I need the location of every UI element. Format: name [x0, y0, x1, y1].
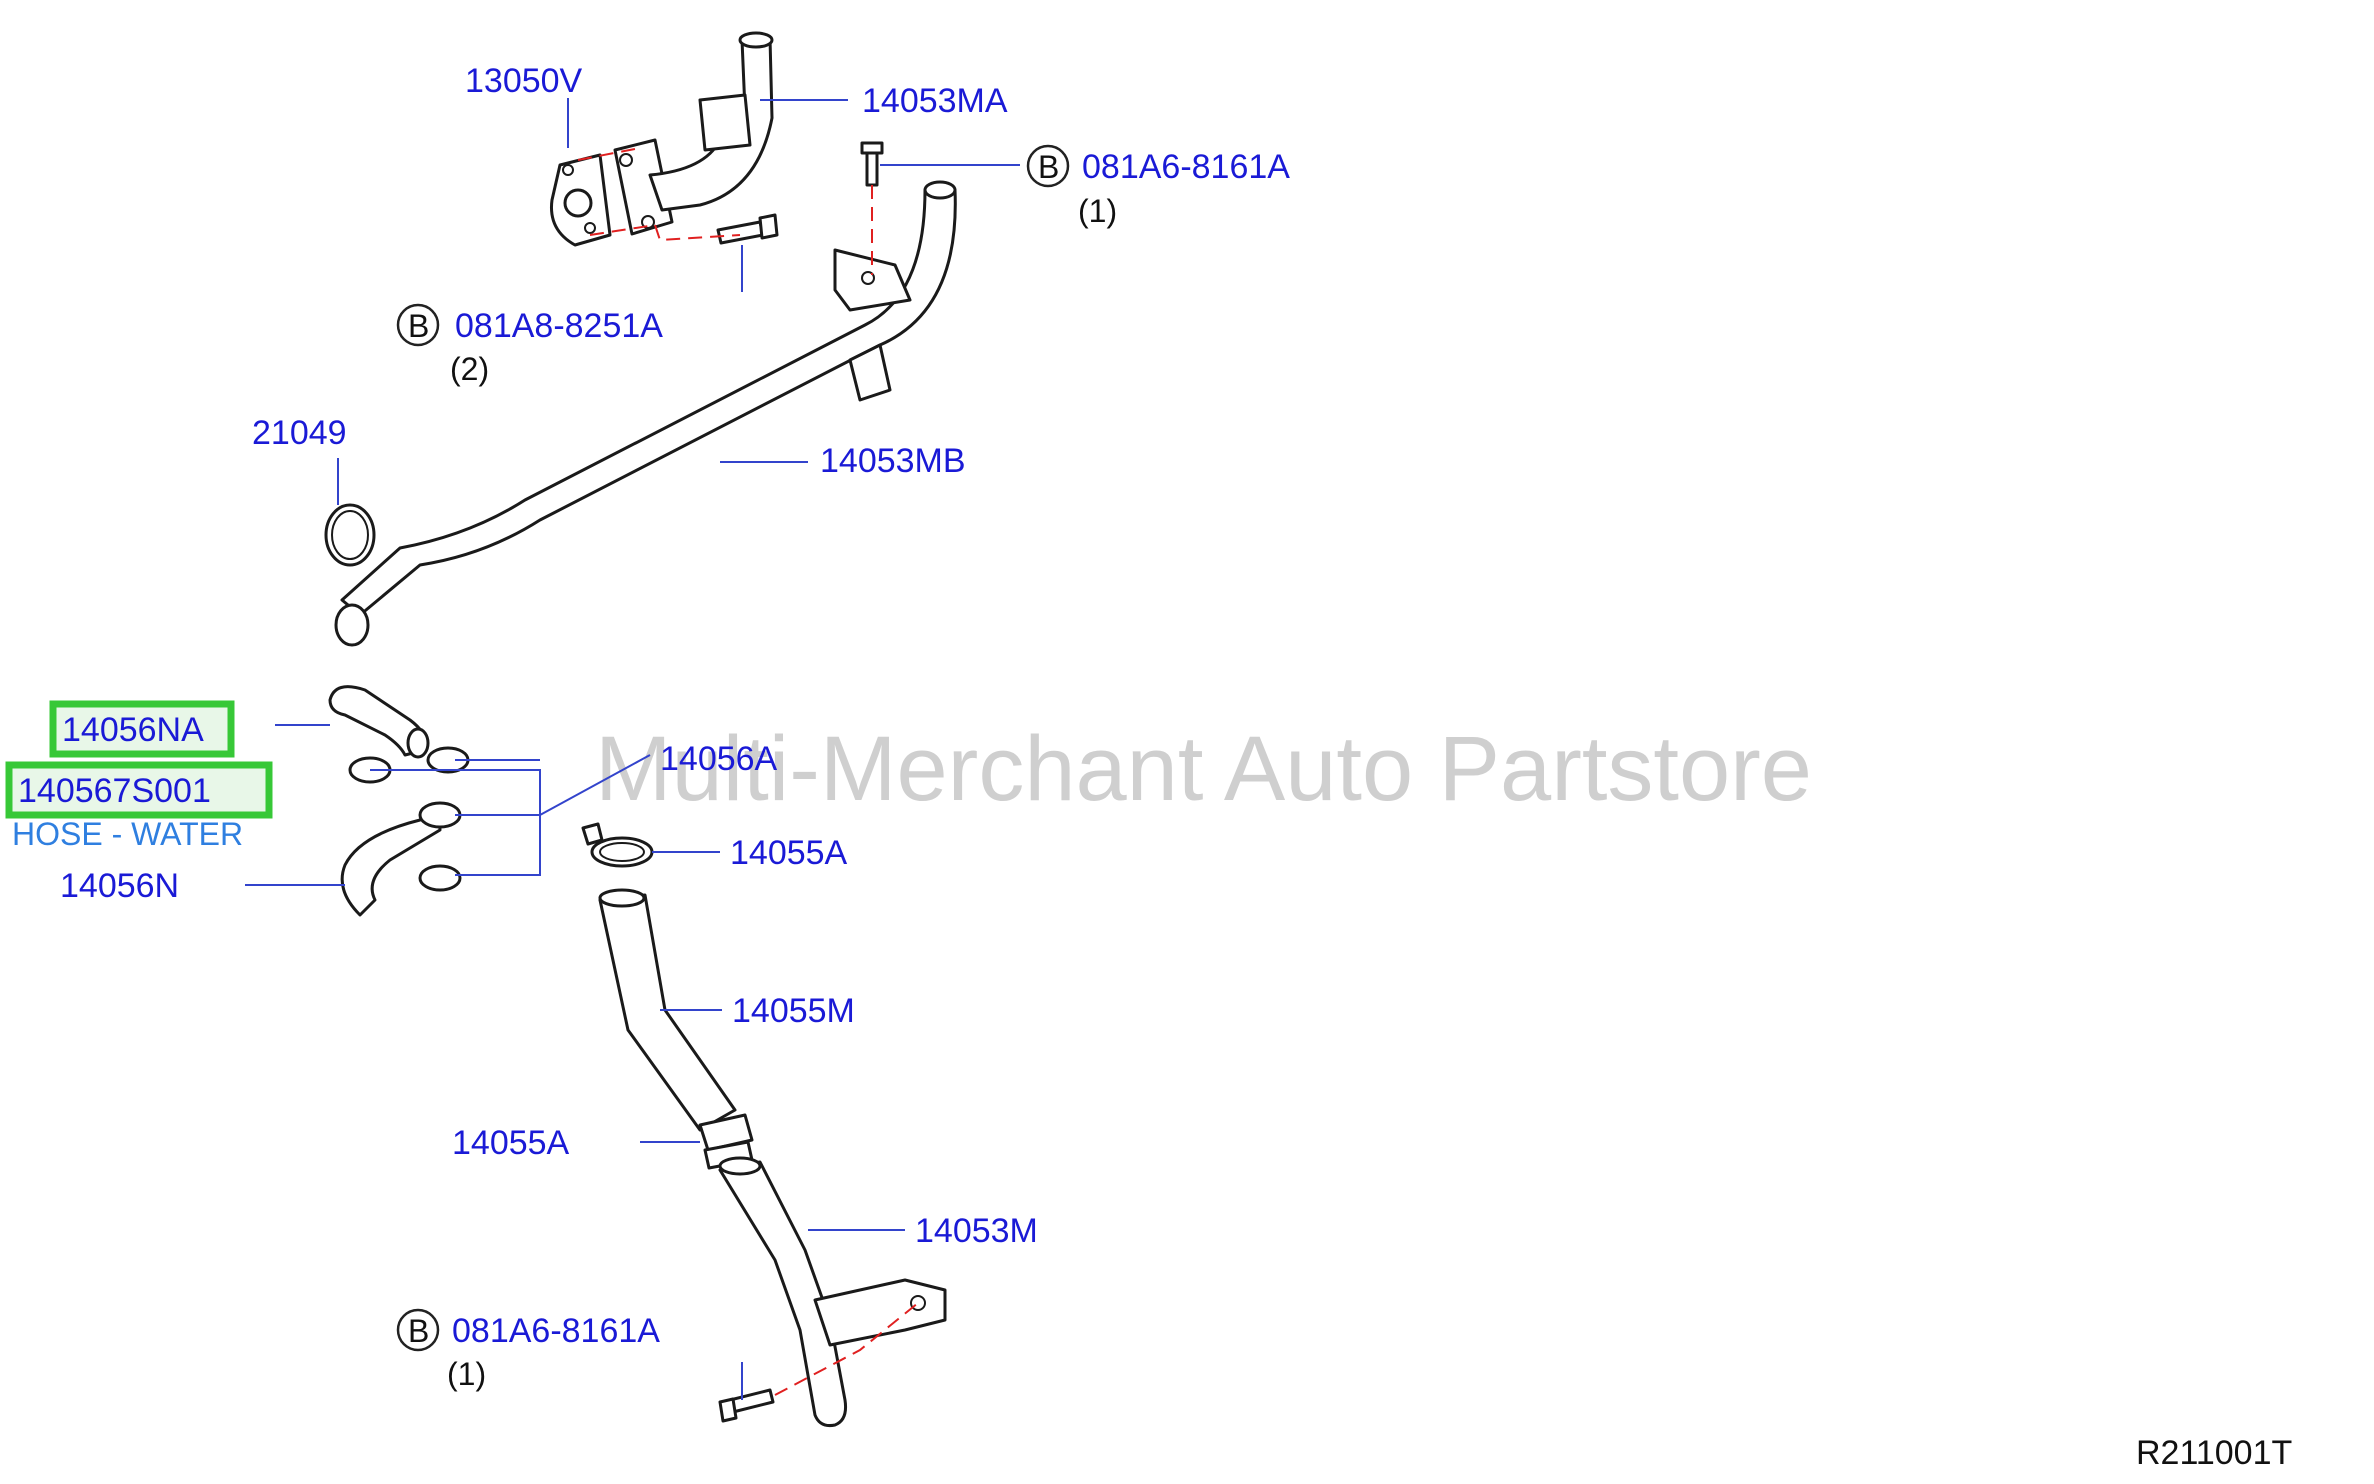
bolt-081a6-bottom-drawing: [718, 1388, 775, 1423]
pipe-14053ma-drawing: [613, 31, 774, 236]
part-label-14056na-highlighted[interactable]: 14056NA: [62, 711, 204, 749]
part-label-140567s001-highlighted[interactable]: 140567S001: [18, 772, 211, 810]
bolt-callout-left[interactable]: B 081A8-8251A (2): [396, 303, 663, 387]
oring-21049-drawing: [324, 503, 376, 567]
gasket-13050v-drawing: [549, 153, 612, 247]
pipe-14053m-drawing: [718, 1156, 947, 1427]
part-label-14055a-bottom[interactable]: 14055A: [452, 1124, 570, 1162]
part-label-081a6-bottom[interactable]: 081A6-8161A: [452, 1312, 660, 1350]
highlight-box-140567s001: [5, 761, 273, 819]
bolt-marker-b-top: B: [1038, 149, 1059, 185]
part-label-14056n[interactable]: 14056N: [60, 867, 179, 905]
diagram-code: R211001T: [2136, 1434, 2292, 1472]
hose-14056na-drawing: [328, 685, 470, 784]
clamp-14055a-top-drawing: [581, 822, 654, 868]
leader-lines: [245, 98, 1020, 1400]
part-label-081a8[interactable]: 081A8-8251A: [455, 307, 663, 345]
bolt-marker-b-bottom: B: [408, 1313, 429, 1349]
bolt-marker-b-left: B: [408, 308, 429, 344]
part-label-14055m[interactable]: 14055M: [732, 992, 855, 1030]
alignment-lines: [577, 147, 919, 1396]
part-desc-hose-water: HOSE - WATER: [12, 816, 243, 852]
hose-14055m-drawing: [598, 888, 737, 1132]
part-label-14053m[interactable]: 14053M: [915, 1212, 1038, 1250]
bolt-callout-bottom[interactable]: B 081A6-8161A (1): [396, 1308, 660, 1392]
part-label-14053mb[interactable]: 14053MB: [820, 442, 966, 480]
qty-label-top: (1): [1078, 193, 1117, 229]
bolt-081a6-top-drawing: [860, 141, 884, 187]
bolt-callout-top[interactable]: B 081A6-8161A (1): [1026, 144, 1290, 229]
qty-label-left: (2): [450, 351, 489, 387]
bolt-081a8-drawing: [716, 213, 779, 245]
part-label-13050v[interactable]: 13050V: [465, 62, 583, 100]
part-label-14056a[interactable]: 14056A: [660, 740, 778, 778]
highlight-box-14056na: [49, 700, 235, 758]
pipe-14053mb-drawing: [334, 180, 957, 647]
part-label-081a6-top[interactable]: 081A6-8161A: [1082, 148, 1290, 186]
hose-14056n-drawing: [340, 801, 462, 917]
part-label-14053ma[interactable]: 14053MA: [862, 82, 1008, 120]
part-label-21049[interactable]: 21049: [252, 414, 347, 452]
watermark-text: Multi-Merchant Auto Partstore: [595, 718, 1812, 820]
qty-label-bottom: (1): [447, 1356, 486, 1392]
part-label-14055a-top[interactable]: 14055A: [730, 834, 848, 872]
